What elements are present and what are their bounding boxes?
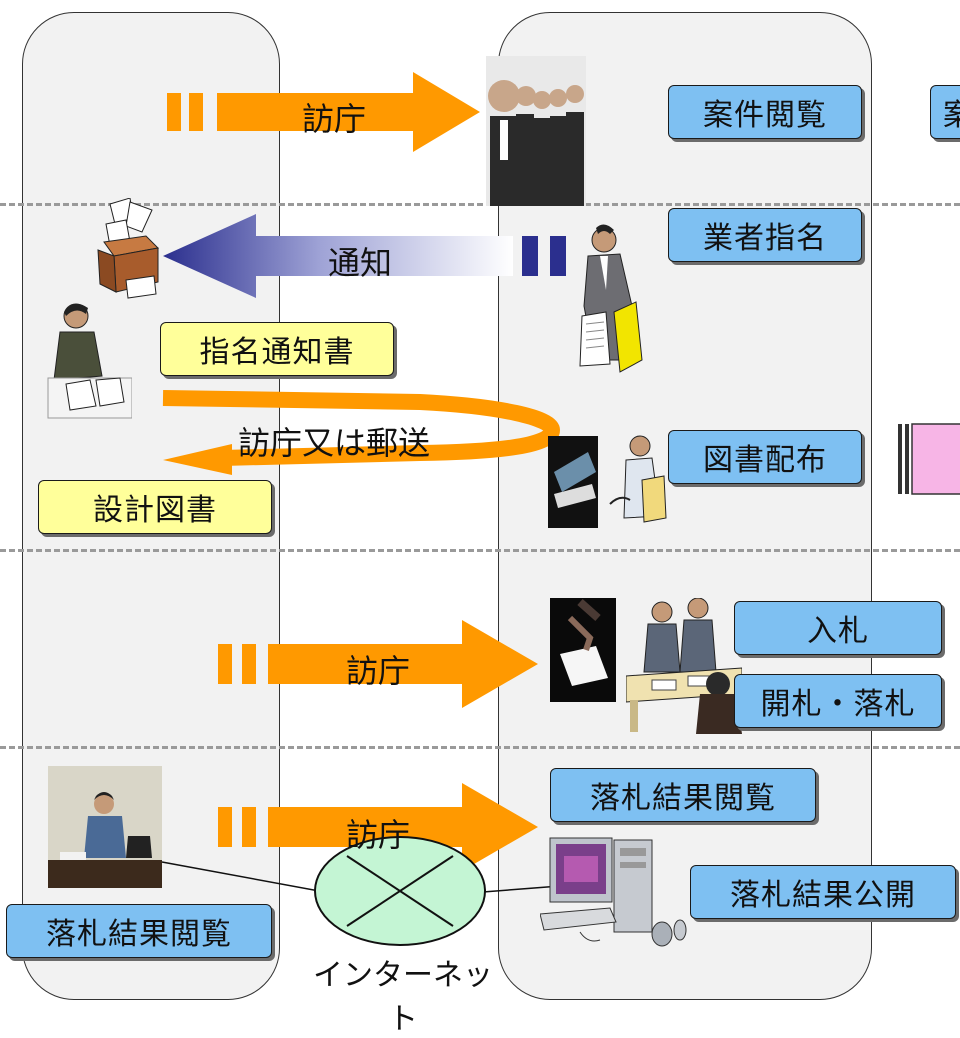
visit-arrow-3-label: 訪庁	[346, 816, 411, 854]
notify-arrow-label: 通知	[328, 244, 393, 282]
case-browse-cut-label: 案	[930, 85, 960, 139]
mailbox-icon	[96, 197, 166, 302]
visit-or-mail-curve-arrow	[162, 390, 561, 475]
desktop-computer-icon	[539, 836, 688, 954]
arrow-layer	[161, 72, 960, 946]
visit-arrow-3	[218, 783, 538, 871]
award-result-browse-label-left: 落札結果閲覧	[6, 904, 272, 958]
visit-arrow-2-label: 訪庁	[346, 652, 411, 690]
design-documents-label: 設計図書	[38, 480, 272, 534]
award-result-browse-label-right: 落札結果閲覧	[550, 768, 816, 822]
network-link-left	[161, 861, 331, 894]
vendor-designation-label: 業者指名	[668, 208, 862, 262]
man-at-laptop-photo	[48, 766, 162, 888]
distribution-outgoing-arrow	[898, 423, 960, 495]
row-divider-2	[0, 549, 960, 552]
visit-arrow-1-label: 訪庁	[302, 100, 367, 138]
award-result-publish-label: 落札結果公開	[690, 865, 956, 919]
business-people-photo	[486, 56, 586, 206]
notify-arrow	[163, 214, 566, 298]
man-at-desk-icon	[46, 296, 133, 420]
signing-photo	[550, 598, 616, 702]
internet-label: インターネット	[313, 958, 493, 1037]
businessman-with-document-icon	[570, 220, 660, 380]
case-browse-label: 案件閲覧	[668, 85, 862, 139]
opening-award-label: 開札・落札	[734, 674, 942, 728]
visit-arrow-1	[167, 72, 480, 152]
internet-ellipse	[314, 836, 486, 946]
bid-label: 入札	[734, 601, 942, 655]
document-distribution-label: 図書配布	[668, 430, 862, 484]
bid-meeting-icon	[625, 597, 743, 734]
designation-notice-label: 指名通知書	[160, 322, 394, 376]
row-divider-3	[0, 746, 960, 749]
visit-arrow-2	[218, 620, 538, 708]
row-divider-1	[0, 203, 960, 206]
handshake-icon	[548, 432, 668, 528]
visit-or-mail-label: 訪庁又は郵送	[238, 424, 431, 462]
